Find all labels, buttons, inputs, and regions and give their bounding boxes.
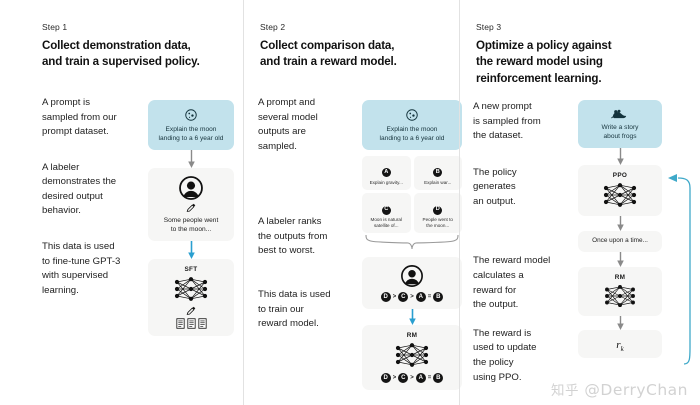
labeler-person-icon	[153, 175, 229, 201]
paragraph-2-1: A prompt and several model outputs are s…	[258, 97, 318, 152]
arrow-output-to-rm	[616, 252, 624, 268]
output-badge-c: C	[381, 205, 391, 215]
labeler-person-icon	[367, 264, 457, 288]
reward-symbol: rk	[616, 339, 624, 354]
output-text-c: Moon is natural satellite of...	[370, 217, 402, 229]
rm-rank-badge-3: A	[415, 373, 426, 384]
rank-badge-4: B	[433, 292, 444, 303]
rm-model-card-step2: RM D > C > A	[362, 325, 462, 391]
output-card-d: D People went to the moon...	[413, 193, 462, 234]
rm-label-step3: RM	[614, 274, 626, 282]
rm-rank-badge-1: D	[380, 373, 391, 384]
rm-model-card-step3: RM	[578, 267, 662, 317]
step-label-3: Step 3	[476, 22, 502, 32]
rank-badge-2: C	[398, 292, 409, 303]
paragraph-1-2: A labeler demonstrates the desired outpu…	[42, 161, 117, 217]
paragraph-2-3: This data is used to train our reward mo…	[258, 289, 331, 330]
ranking-row: D > C > A = B	[367, 292, 457, 303]
paragraph-3-3: The reward model calculates a reward for…	[473, 255, 551, 311]
neural-net-icon	[583, 283, 657, 309]
moon-icon	[367, 108, 457, 122]
output-badge-b: B	[433, 168, 443, 178]
output-text-a: Explain gravity...	[369, 180, 403, 186]
output-card-b: B Explain war...	[413, 156, 462, 191]
frog-icon	[583, 108, 657, 120]
neural-net-icon	[153, 275, 229, 303]
prompt-card-2: Explain the moon landing to a 6 year old	[362, 100, 462, 151]
step-title-1: Collect demonstration data, and train a …	[42, 39, 200, 69]
policy-output-card: Once upon a time...	[578, 231, 662, 253]
paragraph-3-2: The policy generates an output.	[473, 166, 517, 207]
step-label-2: Step 2	[260, 22, 286, 32]
ppo-policy-card: PPO	[578, 165, 662, 217]
documents-icon	[153, 318, 229, 330]
output-card-a: A Explain gravity...	[362, 156, 411, 191]
step-title-3: Optimize a policy against the reward mod…	[476, 39, 612, 85]
paragraph-2-2: A labeler ranks the outputs from best to…	[258, 216, 328, 257]
ppo-label: PPO	[612, 172, 628, 180]
update-policy-loop-arrow	[668, 174, 691, 365]
arrow-rm-to-reward	[616, 316, 624, 331]
pencil-icon	[153, 203, 229, 213]
brace-icon	[364, 234, 460, 255]
rm-rank-op-3: =	[427, 375, 432, 382]
rank-badge-1: D	[380, 292, 391, 303]
neural-net-icon	[583, 181, 657, 209]
column-1-body-text: A prompt is sampled from our prompt data…	[42, 96, 142, 298]
column-step-2: Step 2 Collect comparison data, and trai…	[243, 0, 459, 405]
rank-op-2: >	[410, 294, 414, 301]
flow-step-3: Write a story about frogs PPO	[578, 100, 662, 359]
prompt-card-2-text: Explain the moon landing to a 6 year old	[379, 126, 445, 143]
output-badge-d: D	[433, 205, 443, 215]
output-card-c: C Moon is natural satellite of...	[362, 193, 411, 234]
neural-net-icon	[367, 341, 457, 369]
prompt-card-3: Write a story about frogs	[578, 100, 662, 149]
arrow-prompt-to-labeler	[187, 150, 195, 169]
moon-icon	[153, 108, 229, 122]
step-title-2: Collect comparison data, and train a rew…	[260, 39, 397, 69]
column-3-body-text: A new prompt is sampled from the dataset…	[473, 100, 569, 385]
ranking-card: D > C > A = B	[362, 257, 462, 310]
model-outputs-grid: A Explain gravity... B Explain war... C …	[362, 156, 462, 234]
policy-output-text: Once upon a time...	[592, 237, 648, 245]
output-text-b: Explain war...	[424, 180, 452, 186]
paragraph-1-1: A prompt is sampled from our prompt data…	[42, 97, 117, 138]
sft-label: SFT	[184, 266, 198, 274]
prompt-card-3-text: Write a story about frogs	[601, 124, 639, 141]
column-step-3: Step 3 Optimize a policy against the rew…	[459, 0, 700, 405]
paragraph-1-3: This data is used to fine-tune GPT-3 wit…	[42, 241, 121, 296]
rm-rank-op-2: >	[410, 375, 414, 382]
prompt-card-1-text: Explain the moon landing to a 6 year old	[158, 126, 224, 143]
sft-model-card: SFT	[148, 259, 234, 337]
arrow-ppo-to-output	[616, 216, 624, 232]
output-text-d: People went to the moon...	[422, 217, 453, 229]
paragraph-3-4: The reward is used to update the policy …	[473, 327, 537, 383]
rank-op-3: =	[427, 294, 432, 301]
column-step-1: Step 1 Collect demonstration data, and t…	[0, 0, 243, 405]
rm-ranking-row: D > C > A = B	[367, 373, 457, 384]
reward-value-card: rk	[578, 330, 662, 359]
flow-step-2: Explain the moon landing to a 6 year old…	[362, 100, 462, 391]
pencil-icon	[153, 306, 229, 316]
rank-op-1: >	[392, 294, 397, 301]
rm-rank-op-1: >	[392, 375, 397, 382]
rank-badge-3: A	[415, 292, 426, 303]
rm-rank-badge-4: B	[433, 373, 444, 384]
labeler-card-1: Some people went to the moon...	[148, 168, 234, 242]
output-badge-a: A	[381, 168, 391, 178]
prompt-card-1: Explain the moon landing to a 6 year old	[148, 100, 234, 151]
step-label-1: Step 1	[42, 22, 68, 32]
arrow-labeler-to-sft	[187, 241, 195, 260]
labeler-card-1-text: Some people went to the moon...	[163, 217, 219, 234]
rm-rank-badge-2: C	[398, 373, 409, 384]
column-2-body-text: A prompt and several model outputs are s…	[258, 96, 354, 332]
arrow-ranking-to-rm	[408, 309, 416, 326]
arrow-prompt-to-ppo	[616, 148, 624, 166]
paragraph-3-1: A new prompt is sampled from the dataset…	[473, 101, 541, 142]
rm-label-step2: RM	[406, 332, 418, 340]
flow-step-1: Explain the moon landing to a 6 year old	[148, 100, 234, 337]
